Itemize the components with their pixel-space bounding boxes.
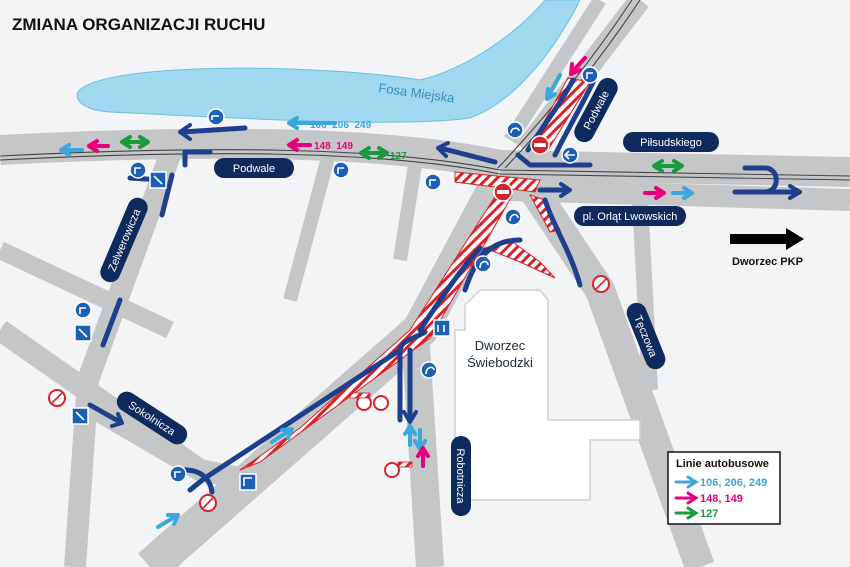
route-pink-robotnicza — [416, 446, 430, 468]
arrow-sokolnicza — [87, 402, 123, 425]
legend-blue-arrow-icon — [674, 475, 699, 489]
sign-lane-sokolnicza-2 — [239, 473, 257, 491]
route-blue-upper — [287, 116, 337, 130]
route-pink-north — [569, 56, 587, 76]
arrow-orlat-head — [559, 182, 572, 198]
traffic-arrows — [87, 75, 802, 495]
page-title: ZMIANA ORGANIZACJI RUCHU — [12, 15, 265, 34]
closure-diagonal — [239, 191, 513, 471]
building-name-line1: Dworzec — [475, 338, 526, 353]
arrow-robotnicza-head — [402, 410, 418, 424]
direction-dworzec-pkp: Dworzec PKP — [730, 228, 804, 268]
legend-pink-arrow-icon — [674, 491, 699, 505]
legend-title: Linie autobusowe — [676, 458, 769, 470]
arrow-zelwerowicza — [159, 172, 175, 218]
closure-junction — [454, 171, 541, 193]
sign-no-turn-sokolnicza — [48, 389, 66, 407]
street-name-orlat: pl. Orląt Lwowskich — [583, 211, 678, 223]
route-blue-diagonal — [270, 427, 294, 444]
arrow-diagonal-up — [417, 245, 483, 333]
legend: Linie autobusowe 106, 206, 249 148, 149 … — [667, 451, 781, 525]
road-side-1 — [283, 148, 337, 302]
route-blue-southwest — [156, 513, 180, 529]
street-name-pilsudskiego: Piłsudskiego — [640, 137, 702, 149]
sign-no-turn-south — [199, 494, 217, 512]
sign-turn-side — [332, 161, 350, 179]
sign-lane-zelwerowicza-2 — [74, 324, 92, 342]
barrier-robotnicza — [349, 392, 413, 468]
road-west-diag — [0, 241, 174, 339]
road-side-2 — [393, 163, 422, 262]
sign-turn-west — [129, 161, 147, 179]
legend-green-arrow-icon — [674, 506, 699, 520]
route-blue-north — [545, 73, 562, 101]
street-label-orlat: pl. Orląt Lwowskich — [574, 206, 686, 226]
route-green-west — [120, 135, 150, 149]
sign-turn-podwale — [207, 108, 225, 126]
direction-label: Dworzec PKP — [732, 256, 803, 268]
arrow-diagonal-down — [187, 347, 403, 493]
route-blue-robotnicza — [403, 424, 427, 451]
arrow-junction-west — [437, 145, 498, 165]
route-label-green: 127 — [390, 151, 407, 162]
legend-item-label-3: 127 — [700, 508, 718, 520]
sign-no-entry-junction — [493, 182, 513, 202]
building-dworzec-swiebodzki — [454, 289, 641, 501]
legend-item-label-1: 106, 206, 249 — [700, 477, 767, 489]
route-blue-west — [59, 143, 84, 157]
sign-turn-robotnicza — [420, 361, 438, 379]
arrow-podwale-north — [552, 75, 598, 158]
sign-no-entry-robotnicza-2 — [384, 462, 400, 478]
street-label-podwale-west: Podwale — [214, 158, 294, 178]
arrow-sokolnicza-head — [110, 412, 124, 428]
street-name-podwale-west: Podwale — [233, 163, 275, 175]
route-pink-orlat — [643, 186, 666, 200]
route-pink-west — [87, 139, 110, 153]
sign-lane-zelwerowicza — [149, 171, 167, 189]
sign-turn-podwale-north — [581, 66, 599, 84]
route-green-pilsudskiego — [652, 159, 684, 173]
sign-turn-island — [504, 208, 522, 226]
arrow-zelwerowicza-2 — [100, 297, 123, 348]
route-green-lower — [359, 146, 389, 160]
sign-turn-sokolnicza — [169, 465, 187, 483]
sign-turn-zelwerowicza — [74, 301, 92, 319]
sign-no-entry-robotnicza-1 — [356, 395, 389, 411]
building-name-line2: Świebodzki — [467, 355, 533, 370]
arrow-teczowa-down — [542, 197, 583, 288]
sign-no-left-teczowa — [592, 275, 610, 293]
arrow-uturn-right-head — [788, 184, 802, 200]
arrow-podwale-west — [179, 125, 248, 135]
street-label-robotnicza: Robotnicza — [451, 436, 471, 516]
arrow-junction-west-head — [436, 141, 450, 158]
sign-turn-island-2 — [474, 255, 492, 273]
road-podwale-north-2 — [504, 0, 606, 144]
water-fosa-miejska — [76, 0, 581, 123]
bus-route-arrows — [59, 56, 694, 529]
sign-lane-diagonal — [433, 319, 451, 337]
direction-arrow-icon — [730, 228, 804, 250]
sign-left-pilsudskiego — [561, 146, 579, 164]
sign-turn-junction — [424, 173, 442, 191]
street-label-pilsudskiego: Piłsudskiego — [623, 132, 719, 152]
arrow-podwale-west-head — [178, 123, 192, 141]
route-blue-orlat — [671, 186, 694, 200]
sign-roundabout-podwale — [506, 121, 524, 139]
sign-lane-sokolnicza — [71, 407, 89, 425]
route-label-upper: 106 206 249 — [310, 120, 372, 131]
sign-no-entry-podwale — [530, 135, 550, 155]
route-label-pink: 148 149 — [314, 141, 353, 152]
arrow-island-left — [462, 247, 488, 293]
arrow-podwale-east — [182, 149, 213, 168]
legend-item-label-2: 148, 149 — [700, 493, 743, 505]
road-zelwerowicza — [64, 151, 181, 567]
street-name-robotnicza: Robotnicza — [454, 448, 466, 504]
arrow-pilsudskiego-west — [515, 152, 593, 168]
route-pink-lower — [287, 138, 312, 152]
road-signs — [48, 66, 610, 512]
arrow-sokolnicza-junction — [182, 467, 215, 495]
